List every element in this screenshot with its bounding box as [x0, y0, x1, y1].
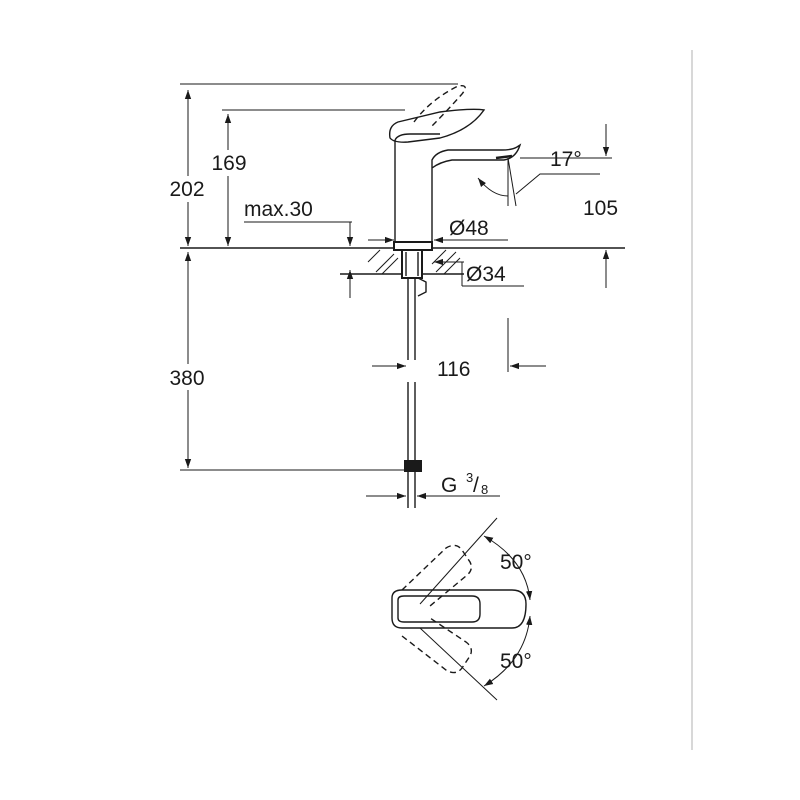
top-view: 50° 50°: [391, 517, 533, 701]
dimension-label-34: Ø34: [466, 263, 506, 286]
lever-inner-outline: [397, 595, 481, 623]
lever-rotated-bottom-outline: [401, 617, 473, 674]
faucet-body-top: [394, 133, 440, 141]
dimension-label-202: 202: [169, 178, 204, 201]
spout-angle-arc-left: [477, 177, 509, 197]
mounting-shank: [401, 249, 423, 279]
spout-angle-ray: [507, 157, 517, 207]
dimension-label-48: Ø48: [449, 217, 489, 240]
lever-angle-label-bottom: 50°: [500, 650, 532, 673]
lever-angle-label-top: 50°: [500, 551, 532, 574]
dimension-label-max30: max.30: [244, 198, 313, 221]
connection-fraction-slash: /: [473, 474, 479, 497]
dimension-label-169: 169: [211, 152, 246, 175]
dimension-label-105: 105: [583, 197, 618, 220]
lever-rotated-top-outline: [401, 544, 473, 607]
dimension-label-380: 380: [169, 367, 204, 390]
spout-angle-label: 17°: [550, 148, 582, 171]
base-ring: [393, 241, 433, 251]
aerator: [495, 154, 513, 160]
angle-ray-bottom: [419, 627, 498, 701]
hose-upper: [407, 278, 416, 360]
lever-raised-outline: [413, 84, 466, 129]
connection-label-g: G: [441, 474, 457, 497]
angle-arc-top: [483, 535, 533, 601]
connection-fraction-denominator: 8: [481, 482, 488, 497]
connection-fraction-numerator: 3: [466, 470, 473, 485]
side-view: 202 169 max.30 Ø48: [160, 83, 625, 508]
angle-arc-bottom: [483, 615, 533, 687]
hose-connector: [404, 460, 422, 472]
dimension-label-116: 116: [437, 358, 470, 381]
fastening-nut: [417, 277, 427, 297]
spout-angle-leader: [515, 173, 600, 195]
hose-lower: [407, 382, 416, 462]
lever-handle: [388, 108, 486, 143]
lever-top-view: [391, 589, 527, 629]
faucet-body: [394, 140, 522, 247]
